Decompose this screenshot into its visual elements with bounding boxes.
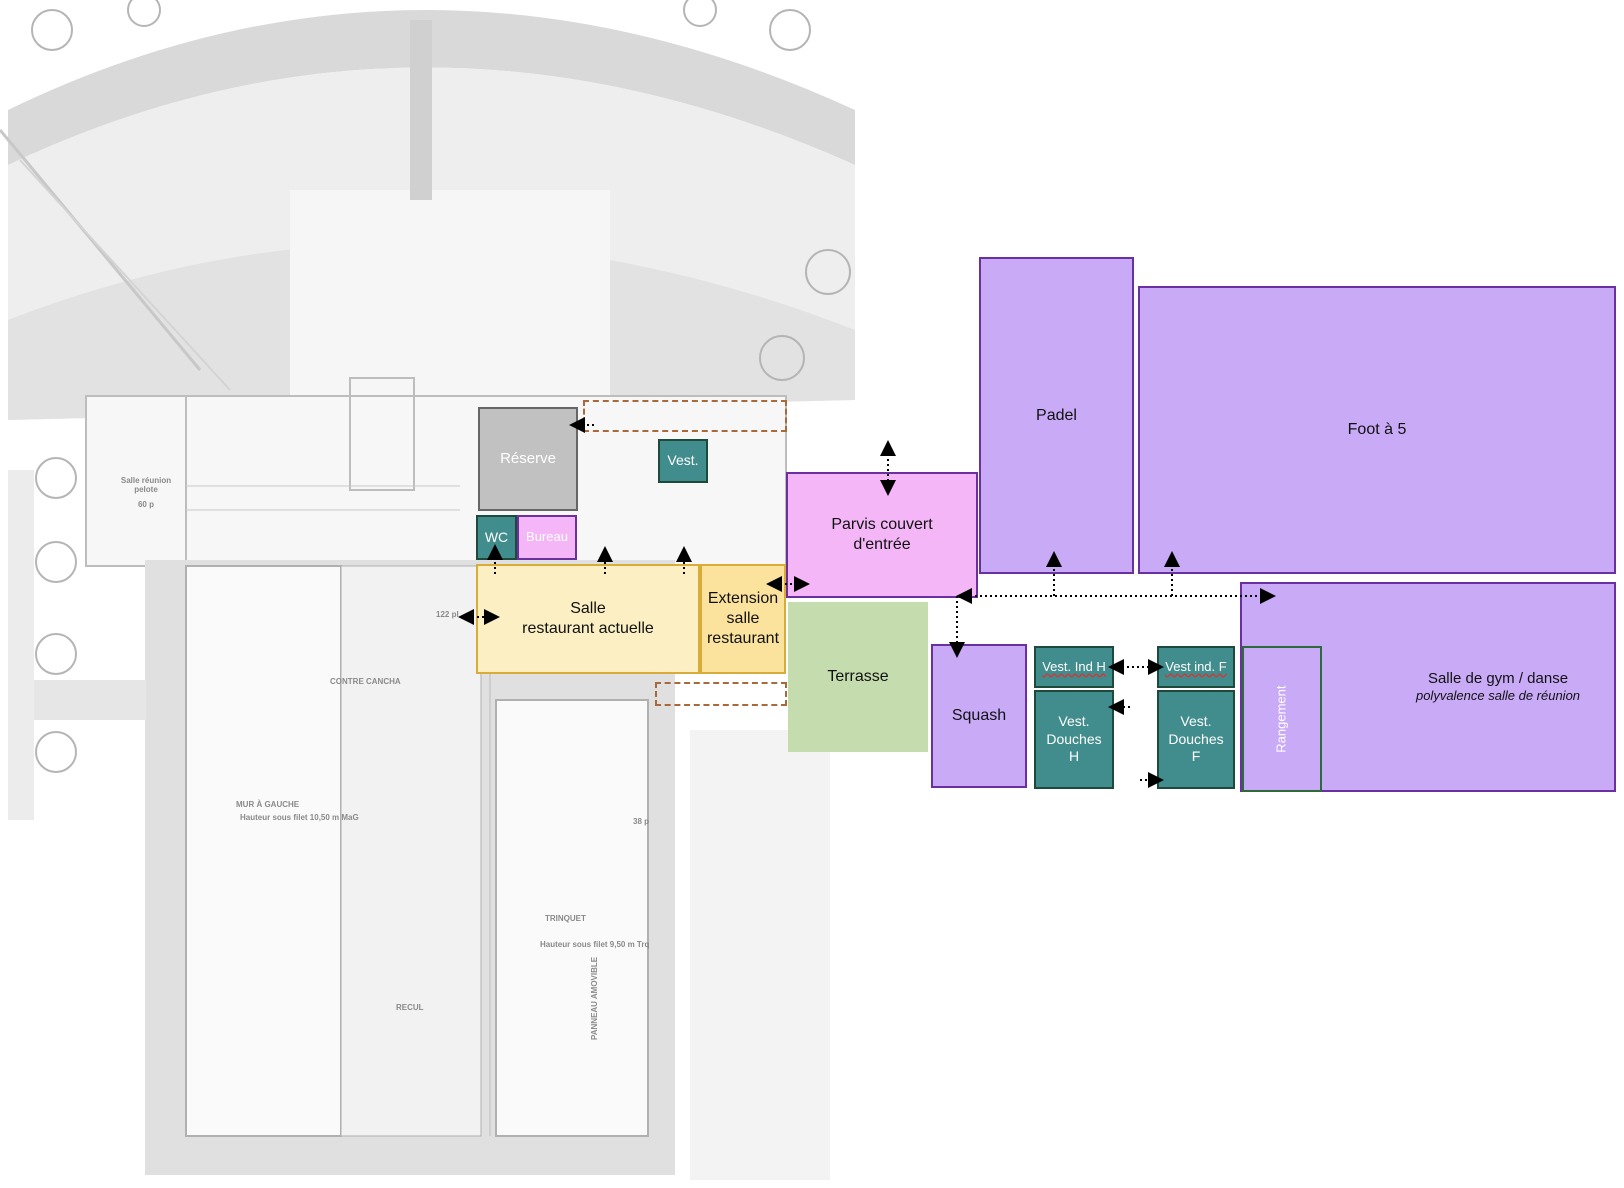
bureau-room: Bureau	[517, 515, 577, 560]
vest-douches-h-line1: Vest.	[1058, 713, 1090, 730]
capacity-122-label: 122 pl	[436, 610, 459, 619]
plaza-outer-arc	[8, 10, 855, 165]
vest-ind-f-label: Vest ind. F	[1165, 658, 1227, 674]
squash-label: Squash	[951, 707, 1007, 724]
stair-outline	[349, 377, 415, 491]
extension-line1: Extension	[707, 590, 779, 607]
vest-label: Vest.	[667, 452, 699, 469]
plaza-paving	[290, 190, 610, 410]
dashed-zone-bottom	[655, 682, 787, 706]
diagonal-line	[0, 129, 202, 371]
trinquet-label: TRINQUET	[545, 914, 586, 923]
vest-douches-h-line3: H	[1068, 748, 1080, 765]
tree-icons	[31, 0, 851, 773]
tree-icon	[769, 9, 811, 51]
salle-reunion-capacity: 60 p	[137, 500, 154, 509]
gym-sublabel: polyvalence salle de réunion	[1415, 688, 1581, 704]
salle-restaurant-line2: restaurant actuelle	[522, 620, 654, 637]
extension-line3: restaurant	[706, 630, 780, 647]
vest-ind-f-room: Vest ind. F	[1157, 646, 1235, 688]
wc-label: WC	[484, 528, 509, 545]
tree-icon	[683, 0, 717, 27]
dashed-zone-top	[583, 400, 787, 432]
foot-label: Foot à 5	[1347, 421, 1407, 438]
salle-reunion-outline	[85, 395, 187, 567]
tree-icon	[35, 731, 77, 773]
tree-icon	[805, 249, 851, 295]
reserve-label: Réserve	[500, 449, 556, 467]
salle-reunion-label: Salle réunion pelote	[120, 476, 172, 494]
trinquet-hauteur-label: Hauteur sous filet 9,50 m Trq	[540, 940, 650, 949]
salle-restaurant-room: Salle restaurant actuelle	[476, 564, 700, 674]
right-strip	[690, 730, 830, 1180]
vest-ind-h-label: Vest. Ind H	[1042, 658, 1106, 674]
extension-room: Extension salle restaurant	[700, 564, 786, 674]
vest-douches-f-room: Vest. Douches F	[1157, 690, 1235, 789]
vest-douches-f-line3: F	[1191, 748, 1201, 765]
padel-label: Padel	[1036, 406, 1077, 424]
rangement-room: Rangement	[1242, 646, 1322, 792]
bureau-label: Bureau	[526, 529, 568, 545]
padel-court: Padel	[979, 257, 1134, 574]
parvis-line2: d'entrée	[853, 536, 911, 553]
terrasse-label: Terrasse	[827, 668, 889, 685]
trinquet-court	[495, 699, 649, 1137]
salle-restaurant-line1: Salle	[570, 600, 606, 617]
capacity-38-label: 38 p	[633, 817, 650, 826]
tree-icon	[35, 541, 77, 583]
contre-cancha-area	[340, 565, 482, 1137]
gym-label: Salle de gym / danse	[1427, 669, 1569, 687]
vest-douches-h-line2: Douches	[1046, 730, 1102, 747]
vest-douches-h-room: Vest. Douches H	[1034, 690, 1114, 789]
mur-hauteur-label: Hauteur sous filet 10,50 m MaG	[240, 813, 359, 822]
parvis-line1: Parvis couvert	[831, 516, 933, 533]
tree-icon	[127, 0, 161, 27]
plaza-axis	[410, 20, 432, 200]
mur-a-gauche-label: MUR À GAUCHE	[236, 800, 300, 809]
diagonal-line-2	[19, 159, 231, 391]
tree-icon	[759, 335, 805, 381]
vest-ind-h-room: Vest. Ind H	[1034, 646, 1114, 688]
recul-label: RECUL	[396, 1003, 424, 1012]
tree-icon	[31, 9, 73, 51]
squash-court: Squash	[931, 644, 1027, 788]
left-strip	[8, 470, 34, 820]
contre-cancha-label: CONTRE CANCHA	[330, 677, 401, 686]
terrasse-area: Terrasse	[788, 602, 928, 752]
vest-douches-f-line2: Douches	[1168, 730, 1224, 747]
tree-icon	[35, 633, 77, 675]
tree-icon	[35, 457, 77, 499]
vest-room: Vest.	[658, 439, 708, 483]
extension-line2: salle	[726, 610, 760, 627]
reserve-room: Réserve	[478, 407, 578, 511]
wc-room: WC	[476, 515, 517, 560]
vest-douches-f-line1: Vest.	[1180, 713, 1212, 730]
foot-court: Foot à 5	[1138, 286, 1616, 574]
